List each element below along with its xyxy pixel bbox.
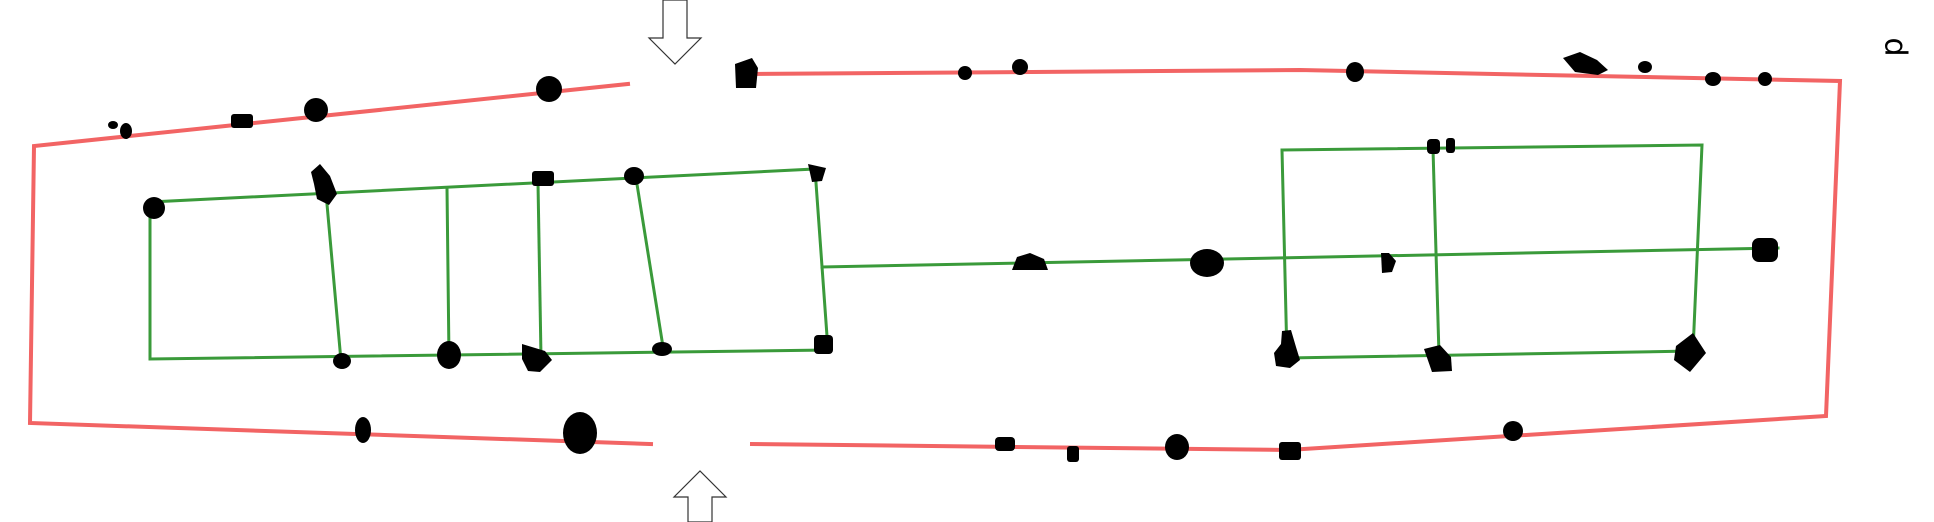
arrow-down-icon [647,0,703,65]
marker [814,335,833,354]
marker [1758,72,1772,86]
arrow-up-icon [672,470,728,522]
marker [1190,249,1224,277]
marker [1424,345,1452,372]
marker [995,437,1015,451]
corridor-line [820,246,1780,269]
marker [536,76,562,102]
marker [1165,434,1189,460]
entry-arrow-bottom [672,470,728,522]
marker [808,164,826,182]
marker [1638,61,1652,73]
marker [522,344,552,372]
marker [143,197,165,219]
marker [624,167,644,185]
marker [735,58,758,88]
marker [231,114,253,128]
marker [1279,442,1301,460]
marker [1705,72,1721,86]
outer-wall-left [27,81,654,447]
marker [304,98,328,122]
marker [1427,139,1440,154]
marker [355,417,371,443]
marker [1446,138,1455,153]
marker [1274,330,1300,368]
corner-label: d [1878,37,1913,56]
marker [563,412,597,454]
marker [333,353,351,369]
marker-blobs [108,52,1778,462]
marker [1752,238,1778,262]
marker [1674,333,1706,372]
marker [652,342,672,356]
marker [1012,253,1048,270]
left-room-structure [148,167,830,363]
marker [108,121,118,129]
outer-wall-right [749,67,1843,453]
marker [1563,52,1608,75]
marker [1067,446,1079,462]
marker [1503,421,1523,441]
entry-arrow-top [647,0,703,65]
marker [1012,59,1028,75]
marker [1346,62,1364,82]
marker [120,123,132,139]
marker [311,164,337,205]
marker [437,341,461,369]
marker [532,171,554,186]
marker [958,66,972,80]
marker [1381,253,1396,273]
